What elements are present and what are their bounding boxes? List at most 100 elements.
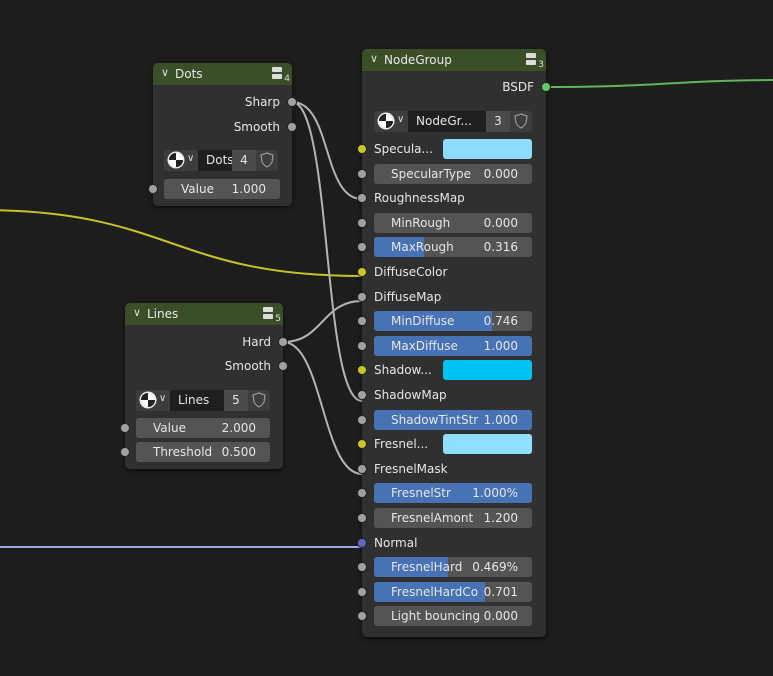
input-socket-row: FresnelMask xyxy=(358,459,546,479)
input-socket[interactable] xyxy=(358,194,366,203)
link-sharp-roughnessmap[interactable] xyxy=(291,101,363,200)
browse-node-tree-button[interactable]: ∨ xyxy=(164,150,198,171)
slider-value: 0.316 xyxy=(483,240,518,255)
slider-label: Light bouncing xyxy=(391,609,481,624)
input-socket-row: Shadow... xyxy=(358,360,546,381)
input-socket[interactable] xyxy=(121,448,129,456)
input-socket[interactable] xyxy=(358,218,366,227)
input-socket[interactable] xyxy=(358,391,366,399)
input-socket[interactable] xyxy=(358,366,366,375)
input-socket[interactable] xyxy=(358,317,366,326)
input-label: Fresnel... xyxy=(374,437,429,452)
input-socket-row: DiffuseMap xyxy=(358,287,546,307)
fake-user-shield-icon[interactable] xyxy=(256,150,278,171)
link-bsdf-output[interactable] xyxy=(545,79,773,88)
slider-value: 0.469% xyxy=(472,560,518,575)
input-socket[interactable] xyxy=(121,424,129,432)
browse-node-tree-button[interactable]: ∨ xyxy=(136,390,170,411)
input-socket-row: ShadowMap xyxy=(358,385,546,405)
input-socket[interactable] xyxy=(358,563,366,572)
input-label: FresnelMask xyxy=(374,461,448,476)
link-hard-diffusemap[interactable] xyxy=(282,300,363,343)
input-label: RoughnessMap xyxy=(374,191,465,206)
color-swatch[interactable] xyxy=(443,139,532,159)
input-socket-row: DiffuseColor xyxy=(358,262,546,282)
collapse-chevron-icon[interactable]: ∨ xyxy=(370,52,379,65)
node-group-selector[interactable]: ∨NodeGr...3 xyxy=(374,111,532,132)
input-label: DiffuseColor xyxy=(374,265,448,279)
input-socket[interactable] xyxy=(358,440,366,449)
input-socket-row: RoughnessMap xyxy=(358,188,546,208)
input-socket[interactable] xyxy=(358,145,366,153)
output-socket[interactable] xyxy=(288,98,296,106)
fake-user-shield-icon[interactable] xyxy=(248,390,270,411)
slider-fill xyxy=(374,581,485,602)
input-socket[interactable] xyxy=(149,185,157,193)
input-socket[interactable] xyxy=(358,464,366,473)
node-tree-name[interactable]: NodeGr... xyxy=(408,111,486,132)
node-tree-name[interactable]: Dots xyxy=(198,150,232,171)
color-swatch[interactable] xyxy=(443,434,532,455)
input-socket[interactable] xyxy=(358,243,366,252)
input-socket[interactable] xyxy=(358,415,366,424)
output-label: Sharp xyxy=(244,95,280,109)
node-tree-icon xyxy=(169,153,183,167)
output-socket[interactable] xyxy=(288,123,296,131)
slider-value: 0.000 xyxy=(483,609,518,624)
browse-node-tree-button[interactable]: ∨ xyxy=(374,111,408,132)
output-label: Hard xyxy=(242,335,271,349)
fake-user-shield-icon[interactable] xyxy=(510,111,532,132)
user-count-button[interactable]: 4 xyxy=(232,150,256,171)
link-hard-fresnelmask[interactable] xyxy=(282,341,363,475)
color-swatch[interactable] xyxy=(443,360,532,381)
user-count: 5 xyxy=(275,314,281,324)
input-socket[interactable] xyxy=(358,612,366,621)
slider-label: FresnelHardCo xyxy=(391,584,479,599)
user-count-button[interactable]: 5 xyxy=(224,390,248,411)
input-socket[interactable] xyxy=(358,292,366,301)
output-socket-row: Smooth xyxy=(125,356,287,376)
output-socket[interactable] xyxy=(279,338,287,346)
input-socket[interactable] xyxy=(358,489,366,498)
link-diffuse-color[interactable] xyxy=(0,209,363,277)
output-socket[interactable] xyxy=(542,83,550,91)
node-tree-name[interactable]: Lines xyxy=(170,390,224,411)
user-count-button[interactable]: 3 xyxy=(486,111,510,132)
collapse-chevron-icon[interactable]: ∨ xyxy=(161,66,170,79)
input-socket[interactable] xyxy=(358,587,366,596)
input-socket[interactable] xyxy=(358,341,366,350)
input-socket[interactable] xyxy=(358,268,366,276)
input-socket[interactable] xyxy=(358,538,366,547)
slider-label: ShadowTintStr xyxy=(391,412,479,427)
output-socket[interactable] xyxy=(279,362,287,370)
collapse-chevron-icon[interactable]: ∨ xyxy=(133,306,142,319)
input-socket[interactable] xyxy=(358,169,366,178)
input-label: Normal xyxy=(374,535,418,550)
input-socket[interactable] xyxy=(358,514,366,522)
chevron-down-icon: ∨ xyxy=(397,114,405,125)
link-sharp-shadowmap[interactable] xyxy=(291,101,363,402)
slider-value: 1.000 xyxy=(483,338,518,353)
